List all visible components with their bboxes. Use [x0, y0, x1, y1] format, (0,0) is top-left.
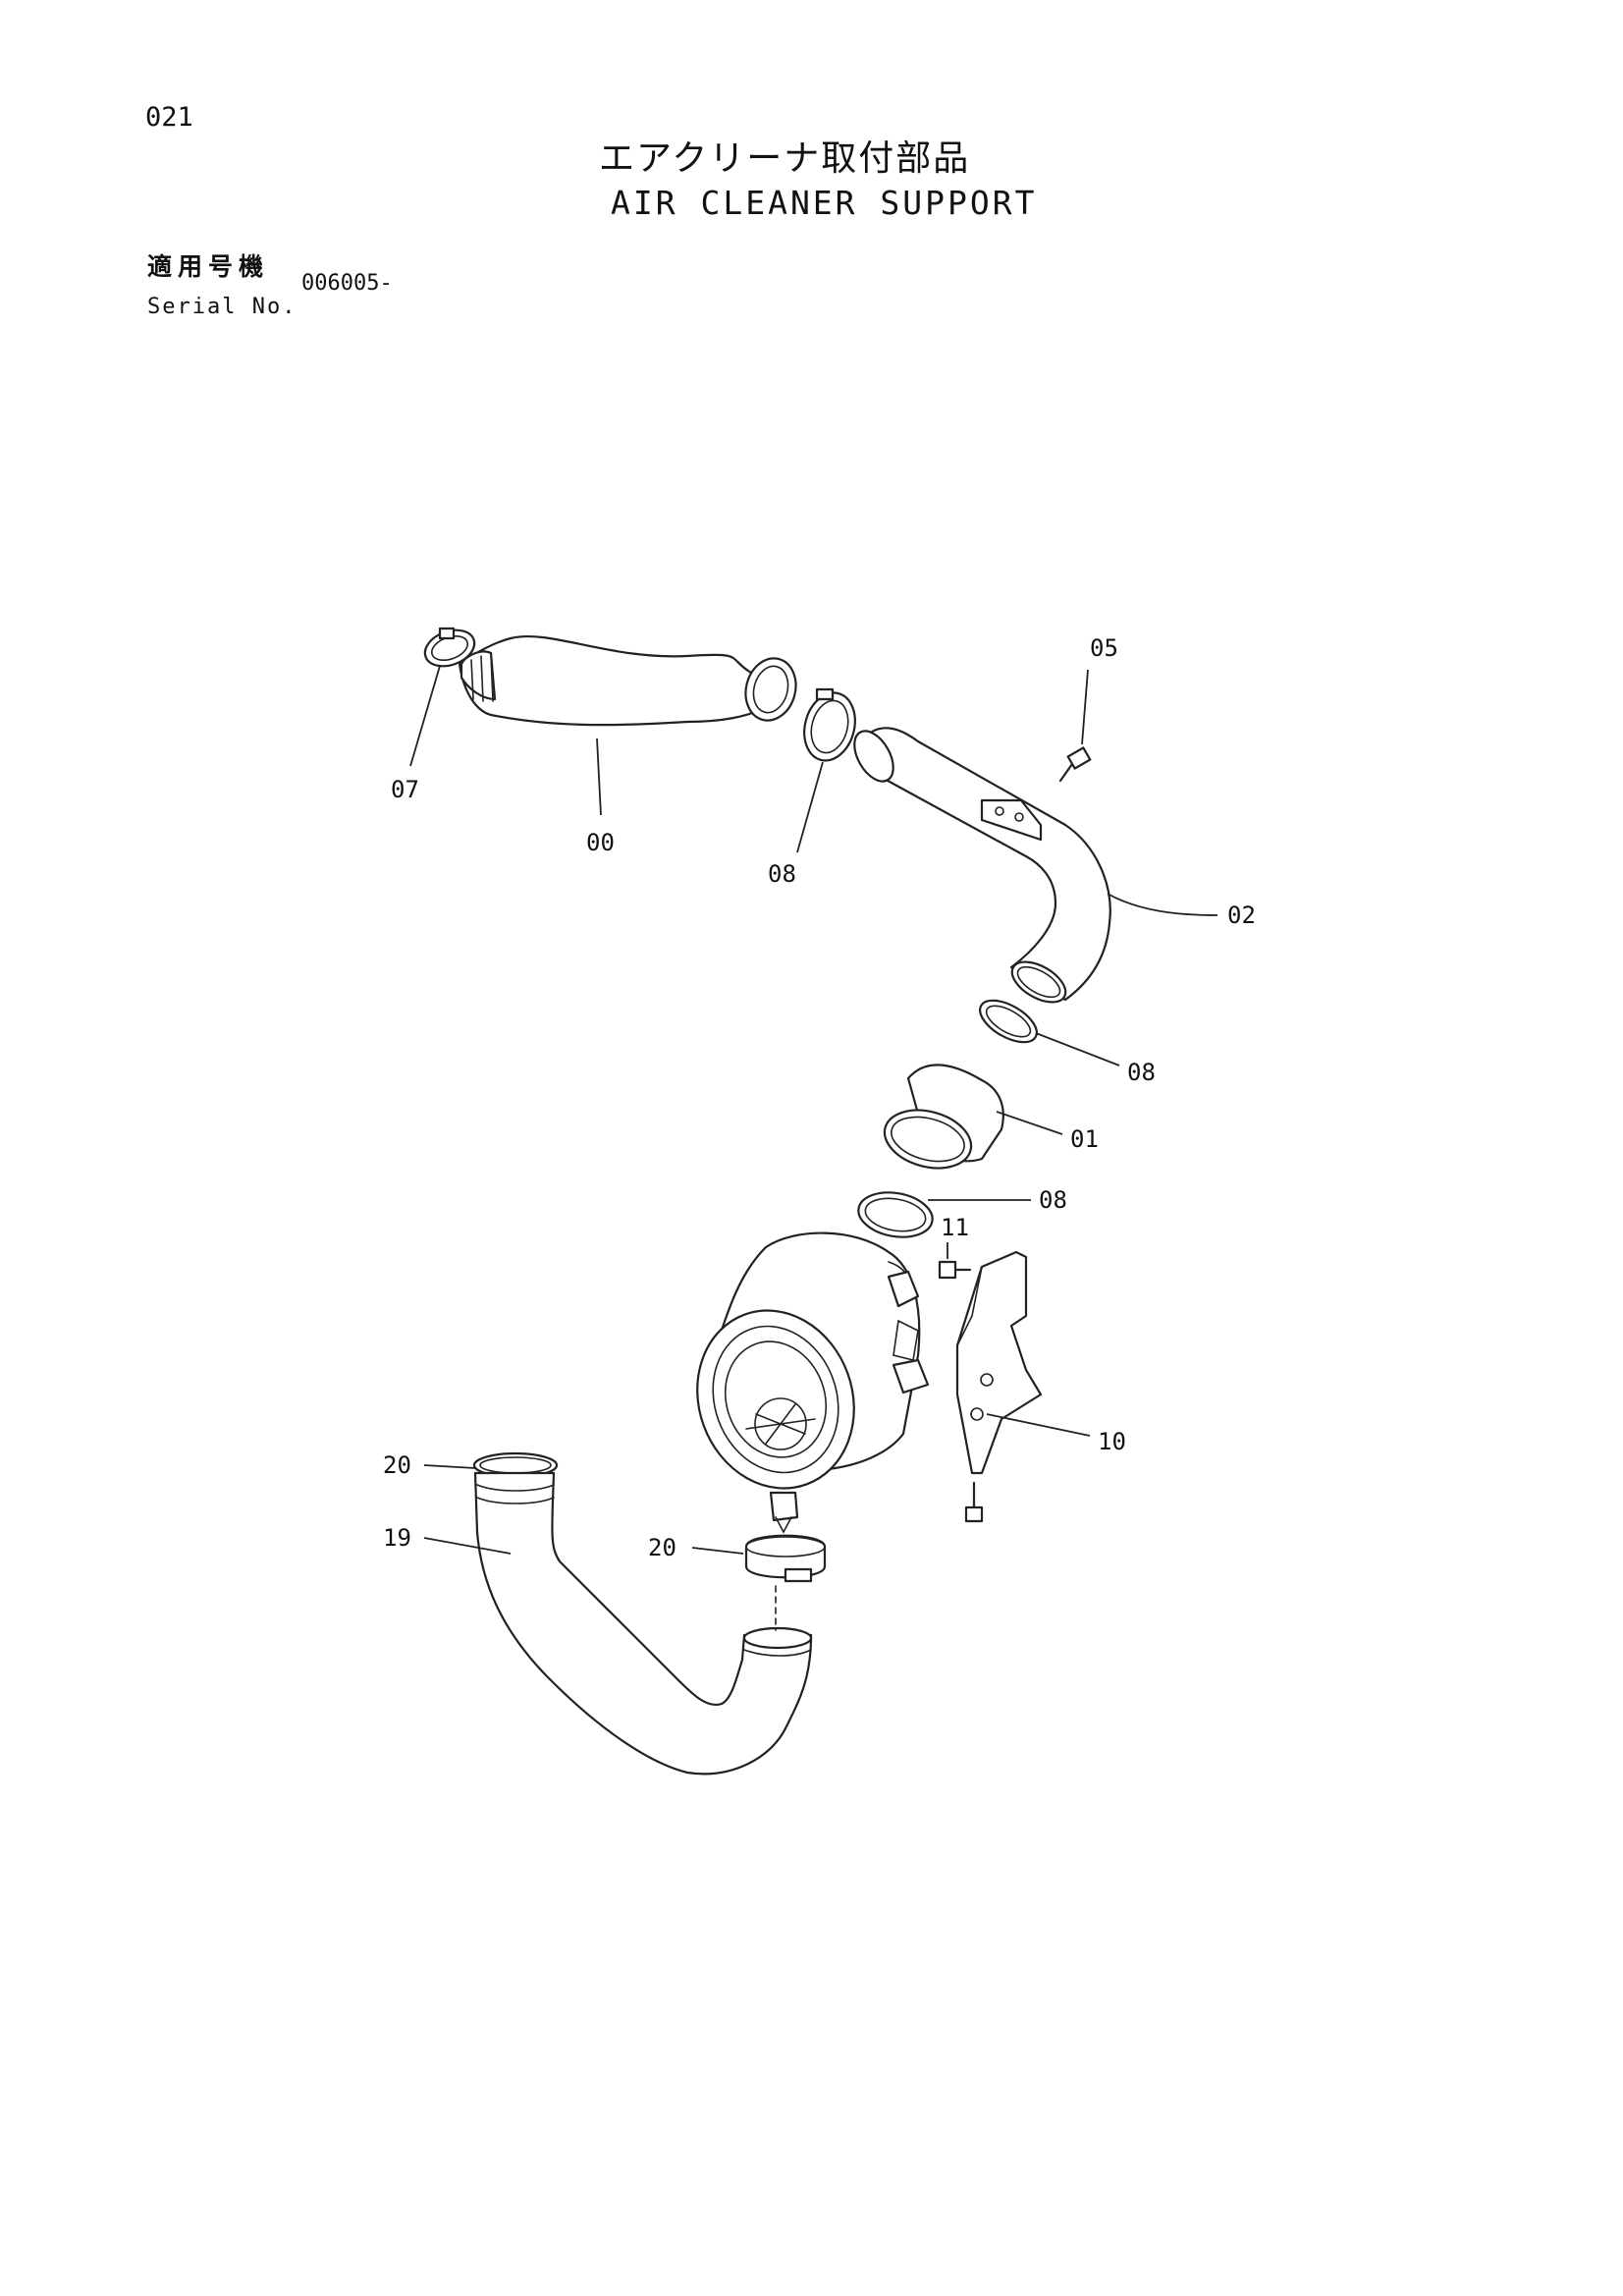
callout-10: 10 [1098, 1428, 1126, 1455]
bent-pipe-02[interactable] [846, 725, 1111, 1011]
hose-clamp-08-middle[interactable] [973, 992, 1043, 1051]
callout-01: 01 [1070, 1125, 1099, 1153]
hose-clamp-08-lower[interactable] [855, 1187, 936, 1243]
callout-00: 00 [586, 829, 615, 856]
intake-hose-00[interactable] [458, 634, 802, 727]
latch-icon [887, 1270, 920, 1308]
callout-20-lower: 20 [648, 1534, 676, 1561]
callout-11: 11 [941, 1214, 969, 1241]
serial-label-jp: 適用号機 [147, 252, 270, 281]
latch-icon [892, 1358, 930, 1394]
elbow-hose-01[interactable] [878, 1064, 1004, 1176]
bolt-05[interactable] [1058, 746, 1092, 783]
callout-08-lower: 08 [1039, 1186, 1067, 1214]
leader-lines [409, 665, 1218, 1555]
page-title-en: AIR CLEANER SUPPORT [611, 184, 1038, 222]
page-title-jp: エアクリーナ取付部品 [599, 138, 971, 179]
clamp-screw-icon [438, 627, 456, 640]
bolt-11[interactable] [938, 1260, 972, 1280]
callout-07: 07 [391, 776, 419, 803]
hose-clamp-07[interactable] [420, 624, 479, 673]
bracket-bolt[interactable] [964, 1481, 984, 1523]
callout-02: 02 [1227, 902, 1256, 929]
hose-clamp-08-upper[interactable] [797, 687, 862, 767]
callout-08-upper: 08 [768, 860, 796, 888]
callout-20-upper: 20 [383, 1451, 411, 1479]
u-hose-19[interactable] [473, 1471, 813, 1776]
callout-08-middle: 08 [1127, 1059, 1156, 1086]
serial-label-en: Serial No. [147, 295, 298, 319]
air-cleaner-assembly[interactable] [673, 1231, 930, 1534]
pipe-bracket-icon [980, 798, 1043, 842]
dust-valve-icon [769, 1491, 799, 1522]
page-number: 021 [145, 102, 193, 133]
callout-05: 05 [1090, 634, 1118, 662]
clamp-screw-icon [815, 687, 835, 701]
bracket-10[interactable] [955, 1250, 1043, 1475]
callout-19: 19 [383, 1524, 411, 1552]
clamp-screw-icon [784, 1567, 813, 1583]
hose-clamp-20-lower[interactable] [744, 1534, 827, 1583]
serial-number-value: 006005- [301, 271, 393, 296]
